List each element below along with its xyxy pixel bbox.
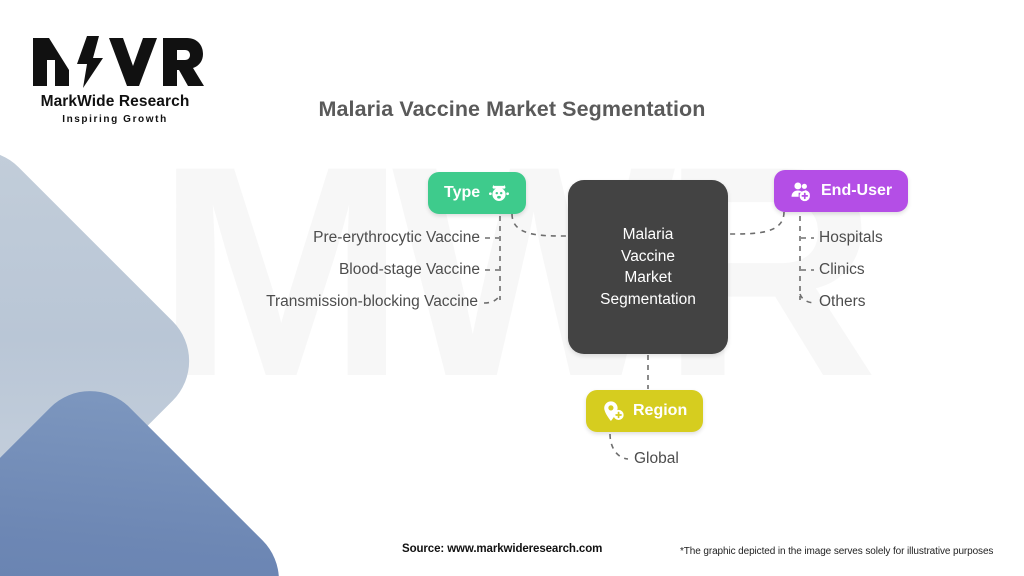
branch-label-end-user: End-User (821, 182, 893, 199)
center-node-label: Malaria Vaccine Market Segmentation (600, 224, 696, 310)
leaf-type-2: Blood-stage Vaccine (338, 261, 480, 278)
branch-badge-type[interactable]: Type (428, 172, 527, 214)
disclaimer-text: *The graphic depicted in the image serve… (680, 546, 994, 557)
page-title: Malaria Vaccine Market Segmentation (318, 97, 706, 121)
center-line-2: Vaccine (621, 247, 675, 265)
connector-enduser-leaf-3 (799, 293, 817, 304)
leaf-type-3: Transmission-blocking Vaccine (266, 293, 478, 310)
leaf-type-1: Pre-erythrocytic Vaccine (313, 229, 480, 246)
source-text: Source: www.markwideresearch.com (402, 543, 603, 555)
leaf-end-user-1: Hospitals (819, 229, 883, 246)
branch-label-type: Type (444, 184, 481, 201)
center-line-1: Malaria (622, 226, 674, 243)
branch-badge-region[interactable]: Region (586, 390, 704, 432)
connector-type-to-center (511, 213, 567, 237)
logo-tagline: Inspiring Growth (62, 114, 168, 125)
leaf-end-user-3: Others (819, 293, 866, 310)
center-line-3: Market (624, 269, 672, 286)
leaf-region-1: Global (634, 450, 679, 467)
branch-label-region: Region (633, 402, 688, 419)
brand-logo: MarkWide Research Inspiring Growth (25, 30, 205, 125)
connector-type-leaf-3 (483, 293, 501, 304)
users-plus-icon (790, 180, 813, 203)
logo-mark-icon (33, 36, 204, 88)
center-node: Malaria Vaccine Market Segmentation (568, 180, 728, 354)
branch-badge-end-user[interactable]: End-User (774, 170, 909, 212)
connector-enduser-to-center (729, 211, 785, 235)
logo-company-name: MarkWide Research (40, 93, 190, 110)
map-pin-plus-icon (602, 400, 625, 423)
virus-icon (488, 182, 510, 204)
center-line-4: Segmentation (600, 290, 696, 308)
connector-region-leaf-1 (609, 433, 629, 460)
leaf-end-user-2: Clinics (819, 261, 865, 278)
